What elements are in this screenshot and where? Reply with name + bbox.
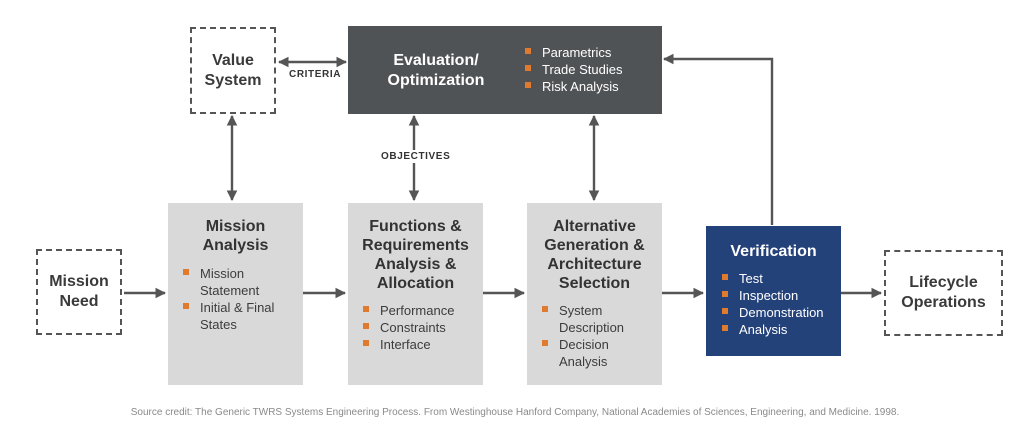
bullet-icon	[183, 303, 189, 309]
bullet-icon	[722, 308, 728, 314]
source-credit: Source credit: The Generic TWRS Systems …	[130, 407, 900, 418]
list-item: Performance	[362, 302, 483, 319]
mission-need-box: Mission Need	[36, 249, 122, 335]
mission-analysis-item: Initial & Final States	[200, 300, 275, 332]
verification-item: Demonstration	[739, 305, 824, 320]
objectives-label: OBJECTIVES	[378, 150, 454, 163]
functions-item: Interface	[380, 337, 431, 352]
mission-analysis-title: Mission Analysis	[202, 218, 269, 254]
functions-title: Functions & Requirements Analysis & Allo…	[362, 218, 469, 292]
mission-analysis-list: Mission Statement Initial & Final States	[182, 265, 282, 333]
bullet-icon	[525, 48, 531, 54]
bullet-icon	[525, 65, 531, 71]
value-system-title: Value System	[204, 51, 262, 89]
arrow-verification-feedback	[662, 53, 774, 225]
evaluation-box: Evaluation/ Optimization Parametrics Tra…	[348, 26, 662, 114]
value-system-box: Value System	[190, 27, 276, 114]
list-item: Inspection	[721, 287, 824, 304]
alternative-list: System Description Decision Analysis	[541, 302, 641, 370]
evaluation-title: Evaluation/ Optimization	[387, 52, 485, 89]
evaluation-item: Parametrics	[542, 45, 612, 60]
alternative-item: System Description	[559, 303, 625, 335]
bullet-icon	[722, 325, 728, 331]
bullet-icon	[363, 323, 369, 329]
mission-analysis-item: Mission Statement	[200, 266, 260, 298]
list-item: Risk Analysis	[524, 78, 622, 95]
criteria-label: CRITERIA	[287, 69, 344, 80]
alternative-title: Alternative Generation & Architecture Se…	[544, 218, 645, 292]
bullet-icon	[542, 340, 548, 346]
functions-box: Functions & Requirements Analysis & Allo…	[348, 203, 483, 385]
list-item: Parametrics	[524, 44, 622, 61]
bullet-icon	[525, 82, 531, 88]
list-item: Demonstration	[721, 304, 824, 321]
functions-item: Performance	[380, 303, 455, 318]
functions-item: Constraints	[380, 320, 446, 335]
bullet-icon	[183, 269, 189, 275]
list-item: Test	[721, 270, 824, 287]
bullet-icon	[363, 340, 369, 346]
lifecycle-box: Lifecycle Operations	[884, 250, 1003, 336]
lifecycle-title: Lifecycle Operations	[901, 274, 986, 311]
bullet-icon	[722, 291, 728, 297]
bullet-icon	[722, 274, 728, 280]
evaluation-list: Parametrics Trade Studies Risk Analysis	[524, 44, 622, 95]
list-item: System Description	[541, 302, 641, 336]
verification-item: Inspection	[739, 288, 799, 303]
list-item: Decision Analysis	[541, 336, 641, 370]
verification-list: Test Inspection Demonstration Analysis	[721, 270, 824, 338]
list-item: Interface	[362, 336, 483, 353]
list-item: Mission Statement	[182, 265, 282, 299]
functions-list: Performance Constraints Interface	[362, 302, 483, 353]
verification-box: Verification Test Inspection Demonstrati…	[706, 226, 841, 356]
list-item: Trade Studies	[524, 61, 622, 78]
bullet-icon	[363, 306, 369, 312]
evaluation-item: Risk Analysis	[542, 79, 619, 94]
alternative-box: Alternative Generation & Architecture Se…	[527, 203, 662, 385]
alternative-item: Decision Analysis	[559, 337, 609, 369]
mission-need-title: Mission Need	[49, 273, 109, 310]
verification-item: Analysis	[739, 322, 788, 337]
bullet-icon	[542, 306, 548, 312]
verification-title: Verification	[730, 243, 817, 260]
verification-item: Test	[739, 271, 763, 286]
list-item: Analysis	[721, 321, 824, 338]
list-item: Constraints	[362, 319, 483, 336]
mission-analysis-box: Mission Analysis Mission Statement Initi…	[168, 203, 303, 385]
evaluation-item: Trade Studies	[542, 62, 623, 77]
list-item: Initial & Final States	[182, 299, 282, 333]
